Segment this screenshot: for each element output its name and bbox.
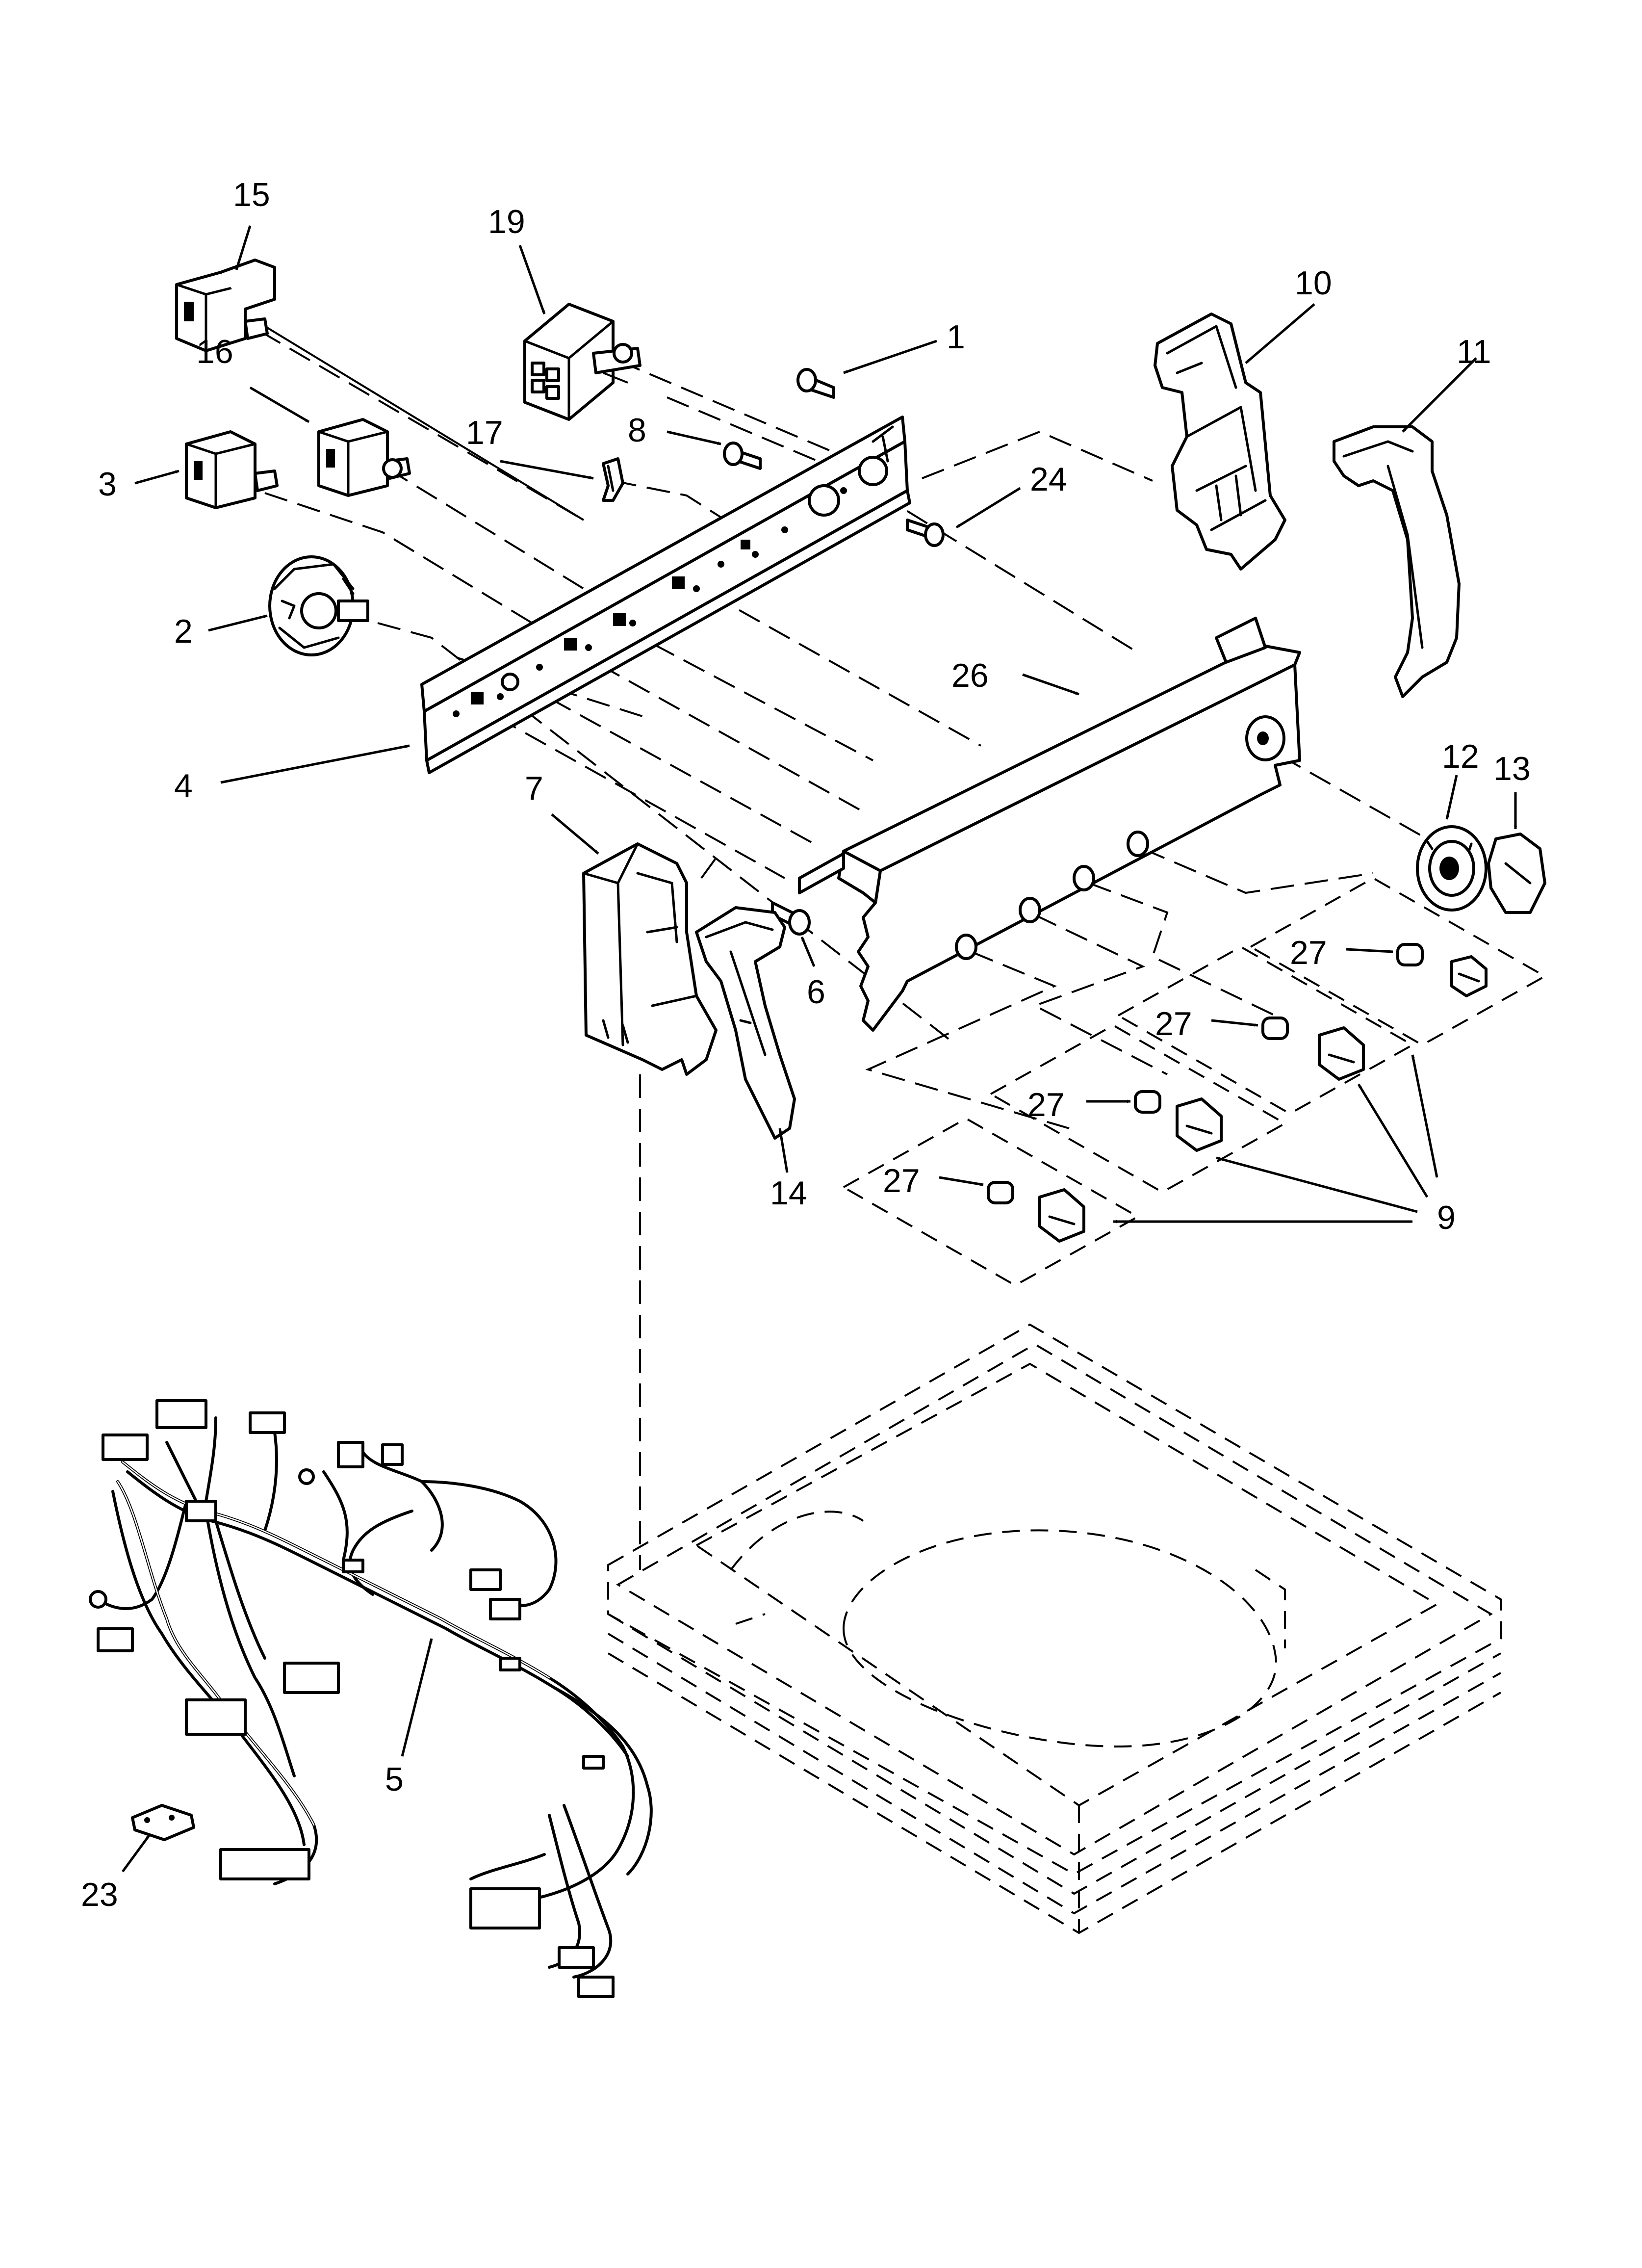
harness-clip [499,1657,521,1671]
callout-27-a: 27 [1290,934,1327,971]
harness-connector [219,1848,310,1880]
harness-connector [558,1946,595,1969]
part-19-relay [523,303,641,421]
callout-11: 11 [1457,333,1491,370]
harness-connector [97,1627,134,1652]
callout-arrows [121,225,1517,1873]
callout-24: 24 [1030,461,1067,498]
ground-terminal [298,1468,315,1485]
harness-connector [155,1399,207,1429]
callout-5: 5 [385,1761,404,1798]
part-23-board [131,1804,195,1841]
callout-labels: 15 19 1 10 11 16 8 17 24 3 2 26 12 13 4 … [81,176,1531,1913]
part-7-left-bracket [582,842,718,1076]
callout-26: 26 [951,657,989,694]
harness-connector [469,1568,502,1591]
callout-15: 15 [233,176,270,213]
callout-2: 2 [174,613,193,650]
callout-12: 12 [1442,738,1479,775]
callout-27-d: 27 [883,1162,920,1199]
callout-10: 10 [1295,264,1332,302]
button-27-a [1396,943,1488,997]
harness-connector [283,1662,340,1694]
callout-1: 1 [947,318,965,356]
callout-17: 17 [466,414,503,451]
callout-9: 9 [1437,1199,1456,1236]
part-27-button-group [987,943,1488,1243]
harness-connector [469,1887,541,1929]
harness-clip [342,1559,364,1573]
part-14-left-cap [695,906,796,1140]
knob-group-outlines [841,877,1547,1287]
callout-23: 23 [81,1876,118,1913]
part-8-screw [723,442,762,470]
callout-7: 7 [525,770,543,807]
callout-4: 4 [174,767,193,805]
part-24-screw [906,519,945,547]
part-11-end-cap [1333,425,1461,698]
cabinet-top-reference [607,1323,1502,1934]
harness-clip [582,1755,605,1770]
part-2-timer [268,555,369,656]
part-10-end-bracket [1154,313,1286,571]
part-17-clip [602,457,624,502]
callout-14: 14 [770,1174,807,1212]
rail-holes [453,456,888,717]
part-4-mounting-rail [420,416,911,774]
harness-connector [337,1441,364,1468]
callout-27-c: 27 [1027,1086,1065,1123]
harness-connector [577,1976,615,1998]
harness-connector [102,1434,149,1461]
callout-13: 13 [1493,750,1531,787]
callout-19: 19 [488,203,525,240]
part-1-screw [796,368,835,399]
callout-27-b: 27 [1155,1005,1192,1043]
harness-connector [249,1411,286,1434]
part-16-switch [317,418,411,497]
button-27-c [1134,1090,1223,1152]
harness-connector [489,1598,521,1620]
part-5-wire-harness [89,1399,653,1998]
harness-connector [381,1443,404,1466]
part-26-console-bezel [798,617,1301,1032]
part-3-switch [185,430,279,509]
assembly-leader-lines [259,330,1428,1570]
part-13-knob [1487,833,1546,914]
harness-connector [185,1500,217,1522]
part-15-switch [175,259,585,521]
callout-3: 3 [98,466,117,503]
part-12-dial-ring [1416,825,1488,912]
ground-terminal [89,1590,107,1609]
callout-6: 6 [807,973,825,1011]
button-27-d [987,1181,1085,1243]
button-27-b [1261,1017,1365,1081]
callout-16: 16 [196,333,233,370]
harness-connector [185,1698,247,1736]
callout-8: 8 [628,412,646,449]
